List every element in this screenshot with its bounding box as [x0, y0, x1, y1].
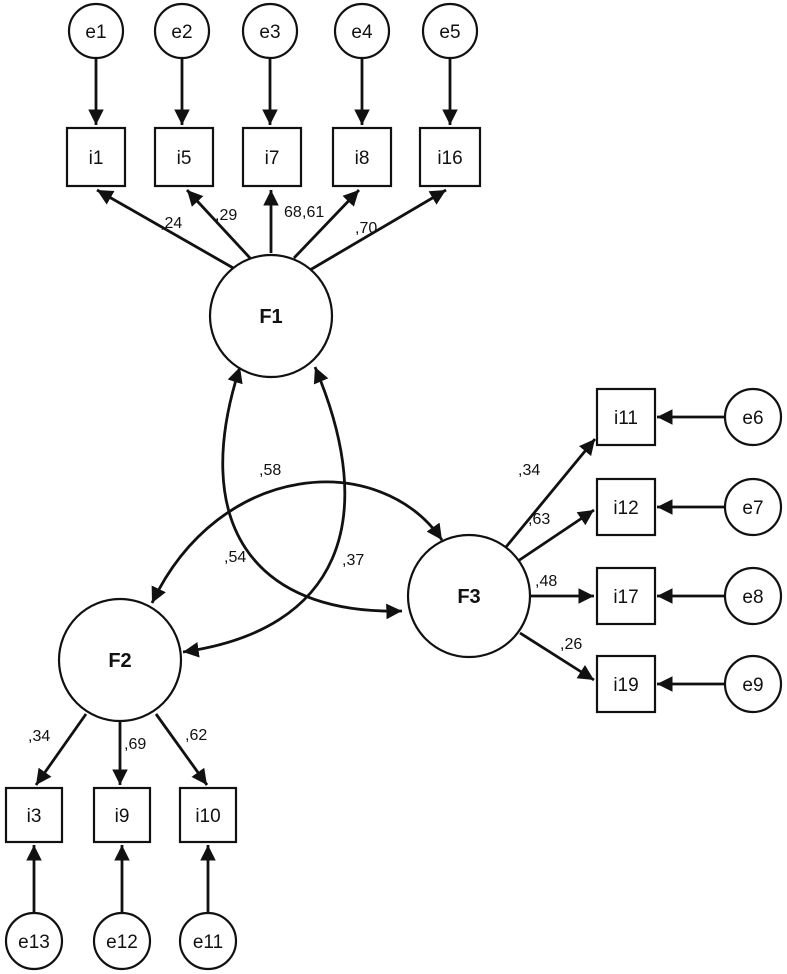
- item-box-i10: i10: [178, 786, 238, 844]
- item-box-i19: i19: [595, 654, 657, 714]
- item-box-i3: i3: [4, 786, 64, 844]
- item-box-i9: i9: [92, 786, 152, 844]
- item-label-i16: i16: [437, 148, 462, 169]
- error-node-e3: e3: [241, 2, 299, 60]
- error-node-e11: e11: [178, 911, 238, 971]
- error-label-e2: e2: [171, 22, 192, 43]
- loading-label-f3-i17: ,48: [535, 573, 557, 590]
- error-node-e1: e1: [67, 2, 125, 60]
- item-label-i8: i8: [355, 148, 370, 169]
- item-label-i17: i17: [613, 587, 638, 608]
- item-box-i8: i8: [331, 126, 393, 188]
- loading-label-f1-i16: ,70: [355, 220, 377, 237]
- factor-label-f1: F1: [259, 306, 282, 328]
- correlation-arc-f1-f2: [182, 366, 347, 658]
- item-box-i7: i7: [241, 126, 303, 188]
- error-label-e6: e6: [742, 408, 763, 429]
- loading-arrow-f2-i3: [34, 713, 88, 786]
- loading-label-f1-i8: ,61: [302, 204, 324, 221]
- item-box-i11: i11: [595, 387, 657, 447]
- item-box-i1: i1: [65, 126, 127, 188]
- item-label-i12: i12: [613, 498, 638, 519]
- error-node-e6: e6: [723, 387, 783, 447]
- item-label-i7: i7: [265, 148, 280, 169]
- error-label-e3: e3: [259, 22, 280, 43]
- loading-arrow-f1-i5: [185, 189, 252, 259]
- error-label-e8: e8: [742, 587, 763, 608]
- loading-label-f1-i1: ,24: [160, 215, 182, 232]
- factor-label-f2: F2: [108, 650, 131, 672]
- error-node-e9: e9: [723, 654, 783, 714]
- correlation-label-f1-f3: ,54: [224, 549, 246, 566]
- factor-f3: F3: [406, 533, 532, 659]
- error-label-e13: e13: [18, 932, 50, 953]
- loading-label-f2-i9: ,69: [124, 736, 146, 753]
- loading-label-f1-i7: 68: [284, 204, 302, 221]
- error-node-e12: e12: [92, 911, 152, 971]
- item-box-i5: i5: [153, 126, 215, 188]
- item-box-i17: i17: [595, 566, 657, 626]
- factor-f1: F1: [208, 253, 334, 379]
- correlation-label-f1-f2: ,37: [342, 552, 364, 569]
- loading-label-f3-i11: ,34: [518, 462, 540, 479]
- loading-arrow-f3-i11: [504, 438, 597, 548]
- item-box-i16: i16: [418, 126, 482, 188]
- correlation-arc-f2-f3: [150, 480, 444, 604]
- item-box-i12: i12: [595, 477, 657, 537]
- error-label-e12: e12: [106, 932, 138, 953]
- error-label-e5: e5: [439, 22, 460, 43]
- loading-arrow-f2-i10: [154, 713, 209, 786]
- item-label-i10: i10: [195, 806, 220, 827]
- error-label-e9: e9: [742, 675, 763, 696]
- correlation-label-f2-f3: ,58: [259, 462, 281, 479]
- loading-arrow-f1-i16: [309, 188, 447, 272]
- loading-label-f2-i3: ,34: [28, 728, 50, 745]
- error-node-e5: e5: [421, 2, 479, 60]
- item-label-i5: i5: [177, 148, 192, 169]
- error-node-e8: e8: [723, 566, 783, 626]
- error-node-e13: e13: [4, 911, 64, 971]
- error-node-e4: e4: [333, 2, 391, 60]
- item-label-i1: i1: [89, 148, 104, 169]
- error-label-e4: e4: [351, 22, 373, 43]
- error-label-e1: e1: [85, 22, 106, 43]
- item-label-i3: i3: [27, 806, 42, 827]
- item-label-i19: i19: [613, 675, 638, 696]
- error-label-e7: e7: [742, 498, 763, 519]
- loading-arrow-f3-i19: [519, 631, 595, 682]
- factor-label-f3: F3: [457, 586, 480, 608]
- factor-f2: F2: [57, 597, 183, 723]
- error-node-e2: e2: [153, 2, 211, 60]
- loading-label-f2-i10: ,62: [185, 727, 207, 744]
- loading-arrow-f1-i8: [292, 189, 361, 259]
- item-label-i9: i9: [115, 806, 130, 827]
- loading-label-f3-i19: ,26: [560, 636, 582, 653]
- loading-label-f3-i12: ,63: [528, 511, 550, 528]
- error-label-e11: e11: [193, 932, 223, 953]
- loading-arrow-f3-i12: [517, 508, 595, 563]
- error-node-e7: e7: [723, 477, 783, 537]
- loading-label-f1-i5: ,29: [215, 207, 237, 224]
- item-label-i11: i11: [614, 408, 638, 429]
- loading-arrow-f1-i1: [96, 188, 236, 271]
